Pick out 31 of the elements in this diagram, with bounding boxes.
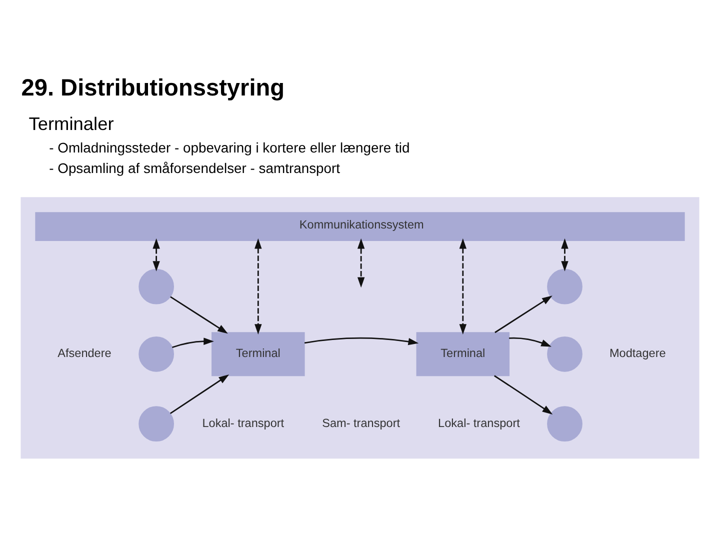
node-circle — [547, 406, 582, 442]
diagram-title: 29. Distributionsstyring — [21, 74, 285, 100]
label: Modtagere — [609, 347, 666, 360]
cluster — [20, 197, 700, 459]
arrow — [172, 338, 214, 348]
arrow — [170, 296, 228, 334]
label: Sam- transport — [322, 416, 400, 430]
arrow — [459, 238, 467, 334]
arrow — [170, 374, 230, 414]
label: Lokal- transport — [202, 416, 284, 430]
arrow — [152, 238, 160, 272]
node-circle — [547, 268, 582, 304]
arrow — [494, 375, 553, 414]
node-box: Terminal — [416, 332, 510, 376]
node-box: Kommunikationssystem — [35, 212, 685, 242]
arrow — [561, 238, 568, 272]
node-circle — [138, 336, 174, 372]
label: Afsendere — [58, 347, 112, 360]
label: - Omladningssteder - opbevaring i kortere eller længere tid — [49, 140, 410, 156]
node-circle — [138, 406, 174, 442]
arrow — [304, 337, 419, 346]
arrow — [254, 238, 262, 334]
label: - Opsamling af småforsendelser - samtransport — [49, 160, 340, 176]
label: Lokal- transport — [438, 416, 520, 430]
node-box: Terminal — [212, 332, 305, 376]
arrow — [494, 296, 552, 334]
arrow — [509, 337, 552, 347]
label: Terminaler — [28, 114, 114, 134]
node-circle — [547, 336, 582, 372]
node-circle — [138, 268, 174, 304]
arrow — [357, 238, 365, 288]
